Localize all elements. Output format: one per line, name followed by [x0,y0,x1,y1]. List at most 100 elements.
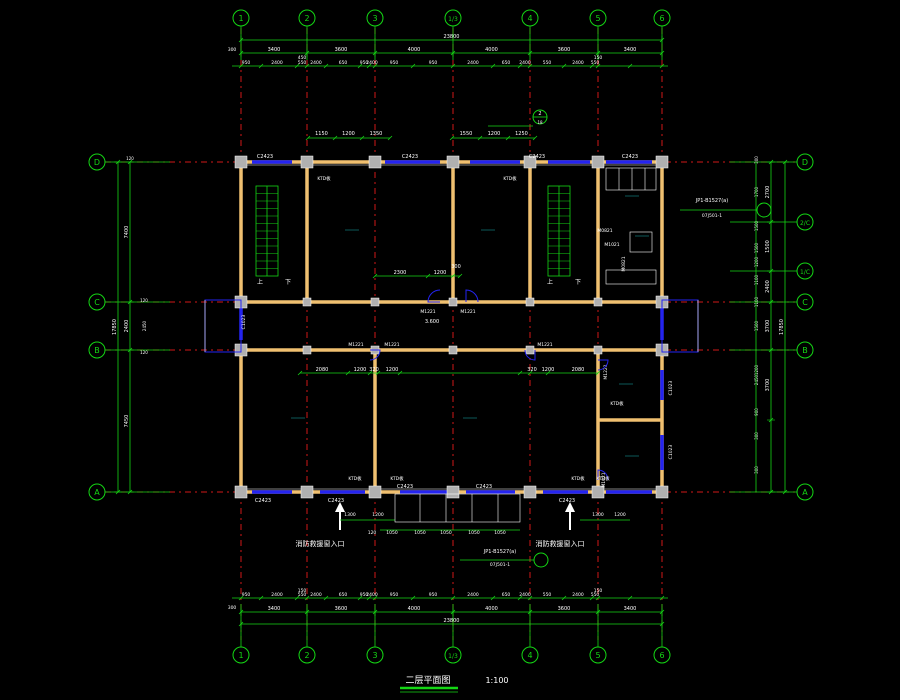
fire-entry-left-label: 消防救援窗入口 [296,539,345,548]
axis-bubble-bottom-label: 5 [595,651,600,660]
axis-bubble-right-label: A [802,488,808,497]
column [302,297,312,307]
dim-bottom-row2-tick [294,595,300,601]
dim-top-row2-tick [304,63,310,69]
dim-bottom-small-label: 1050 [468,530,480,536]
dim-right-small: 1700 [754,186,759,197]
fire-entry-arrow-head [565,502,575,512]
dim-right-small: 300 [754,432,759,440]
dim-top-row2-tick [527,63,533,69]
axis-bubble-top-label: 5 [595,14,600,23]
detail-ref-bottom-circle [533,552,549,568]
dim-top-row2-tick [627,63,633,69]
dim-bottom-row2-tick [450,595,456,601]
dim-top-extra: 300 [228,47,237,53]
dim-lower-tick [397,370,403,376]
column [300,485,314,499]
dim-lower-tick [375,370,381,376]
dim-bottom-extra: 150 [298,588,307,594]
dim-bottom-row2-tick [517,595,523,601]
column [446,155,460,169]
column [300,155,314,169]
dim-lower-tick [345,370,351,376]
dim-bottom-row2-label: 2400 [310,592,322,598]
ktd-label: KTD板 [317,175,331,182]
dim-top-row2-tick [659,63,665,69]
dim-bottom-row2-label: 950 [390,592,399,598]
column [370,297,380,307]
column [591,155,605,169]
dim-top-row2-label: 550 [298,60,307,66]
column [591,485,605,499]
dim-upper-left-tick [359,135,365,141]
dim-top-row2-tick [410,63,416,69]
dim-top-row1-label: 4000 [485,47,498,53]
detail-ref-right-sub: 07J501-1 [702,213,722,219]
toilet-room [629,231,653,253]
dim-bottom-small-label: 1200 [372,512,384,518]
window-label-bottom: C2423 [328,498,344,504]
door-swing [524,349,536,361]
dim-top-row2-label: 2400 [519,60,531,66]
window-label-side: C1023 [668,381,674,396]
dim-top-row2-tick [490,63,496,69]
dim-lower-tick [545,370,551,376]
dim-top-row2-tick [238,63,244,69]
window-label-top: C2423 [529,154,545,160]
dim-right-segments-label: 3700 [765,379,771,392]
dim-bottom-row2-tick [659,595,665,601]
dim-bottom-row2-tick [366,595,372,601]
axis-bubble-bottom-label: 1 [238,651,243,660]
dim-top-row2-tick [357,63,363,69]
dim-mid-label: 2300 [394,270,407,276]
axis-bubble-right-label: B [802,346,808,355]
door-label: M1221 [348,342,363,348]
dim-top-row2-tick [323,63,329,69]
axis-bubble-right-label: 1/C [800,269,810,276]
dim-bottom-row2-tick [410,595,416,601]
dim-top-row1-label: 4000 [408,47,421,53]
column [525,297,535,307]
dim-right-total-label: 17850 [779,319,785,335]
dim-bottom-row1-label: 4000 [408,606,421,612]
dim-top-row2-tick [595,63,601,69]
dim-bottom-row2-label: 550 [298,592,307,598]
dim-top-row1-label: 3400 [624,47,637,53]
dim-top-row2-label: 2400 [572,60,584,66]
axis-bubble-bottom-label: 6 [659,651,664,660]
dim-bottom-row2-label: 650 [502,592,511,598]
door-swing [597,359,609,371]
dim-bottom-row2-tick [595,595,601,601]
dim-right-small: 1200 [754,364,759,375]
dim-top-extra: 450 [298,55,307,61]
ktd-label: KTD板 [596,475,610,482]
dim-top-row1-label: 3600 [335,47,348,53]
window-label-top: C2423 [622,154,638,160]
dim-left-small: 120 [126,156,134,161]
dim-lower-label: 320 [527,367,537,373]
axis-bubble-top-label: 6 [659,14,664,23]
dim-top-row2-label: 950 [242,60,251,66]
column [368,485,382,499]
dim-bottom-row2-label: 550 [543,592,552,598]
dim-bottom-small-label: 1200 [614,512,626,518]
dim-right-small: 1500 [754,242,759,253]
dim-bottom-row2-tick [490,595,496,601]
dim-left-segments-label: 7400 [124,226,130,239]
detail-ref-right-text: JP1-B1527(a) [695,198,728,204]
dim-bottom-small-label: 120 [368,530,377,536]
dim-top-total-label: 23800 [444,34,460,40]
detail-ref-right-circle [756,202,772,218]
dim-bottom-row2-label: 2400 [572,592,584,598]
dim-top-row2-tick [589,63,595,69]
dim-right-segments-label: 3700 [765,320,771,333]
dim-right-small: 1100 [754,296,759,307]
dim-bottom-row2-label: 950 [360,592,369,598]
dim-bottom-small-label: 1300 [344,512,356,518]
dim-top-row2-label: 550 [543,60,552,66]
elevation-label: 3.600 [425,319,439,325]
basin-counter [605,269,657,285]
dim-bottom-row1-label: 3600 [335,606,348,612]
